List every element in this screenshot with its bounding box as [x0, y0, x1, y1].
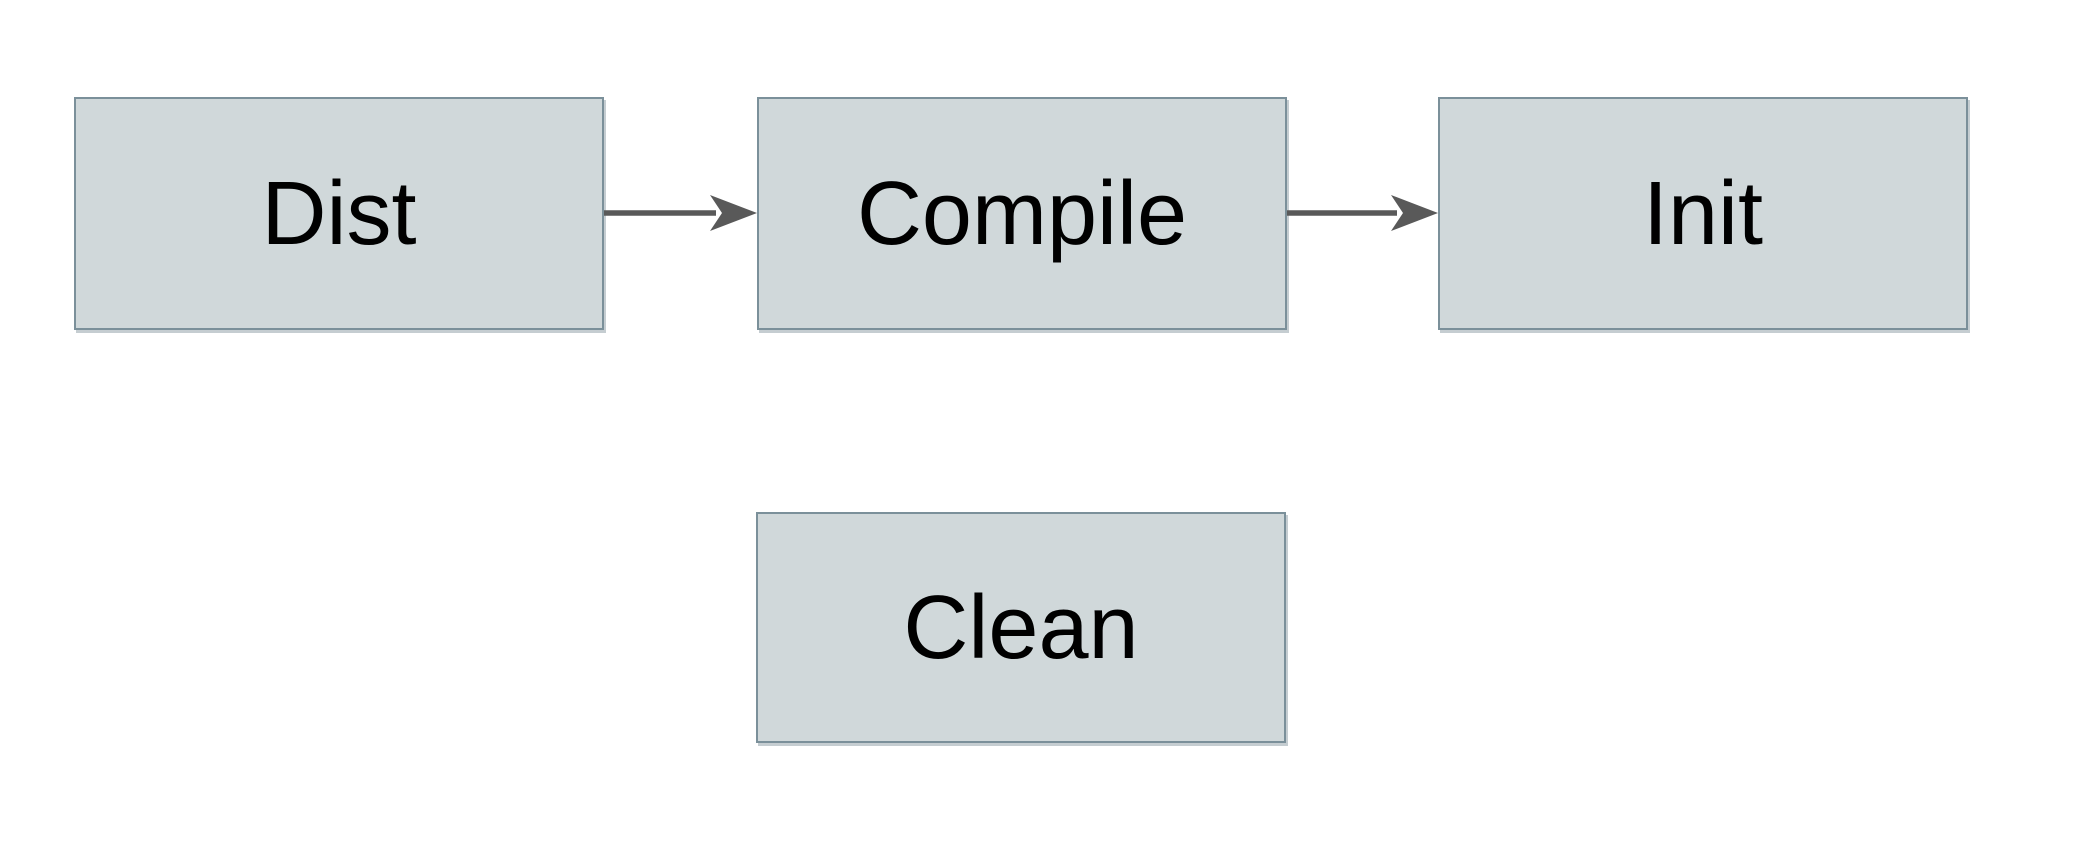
node-clean-label: Clean	[903, 577, 1139, 678]
node-dist-label: Dist	[261, 163, 417, 264]
arrowhead-icon	[1391, 195, 1438, 231]
arrow-dist-to-compile[interactable]	[604, 191, 757, 235]
arrowhead-icon	[710, 195, 757, 231]
node-init-label: Init	[1642, 163, 1764, 264]
node-init[interactable]: Init	[1438, 97, 1968, 330]
node-clean[interactable]: Clean	[756, 512, 1286, 743]
node-compile-label: Compile	[856, 163, 1188, 264]
arrow-compile-to-init[interactable]	[1287, 191, 1438, 235]
node-dist[interactable]: Dist	[74, 97, 604, 330]
node-compile[interactable]: Compile	[757, 97, 1287, 330]
